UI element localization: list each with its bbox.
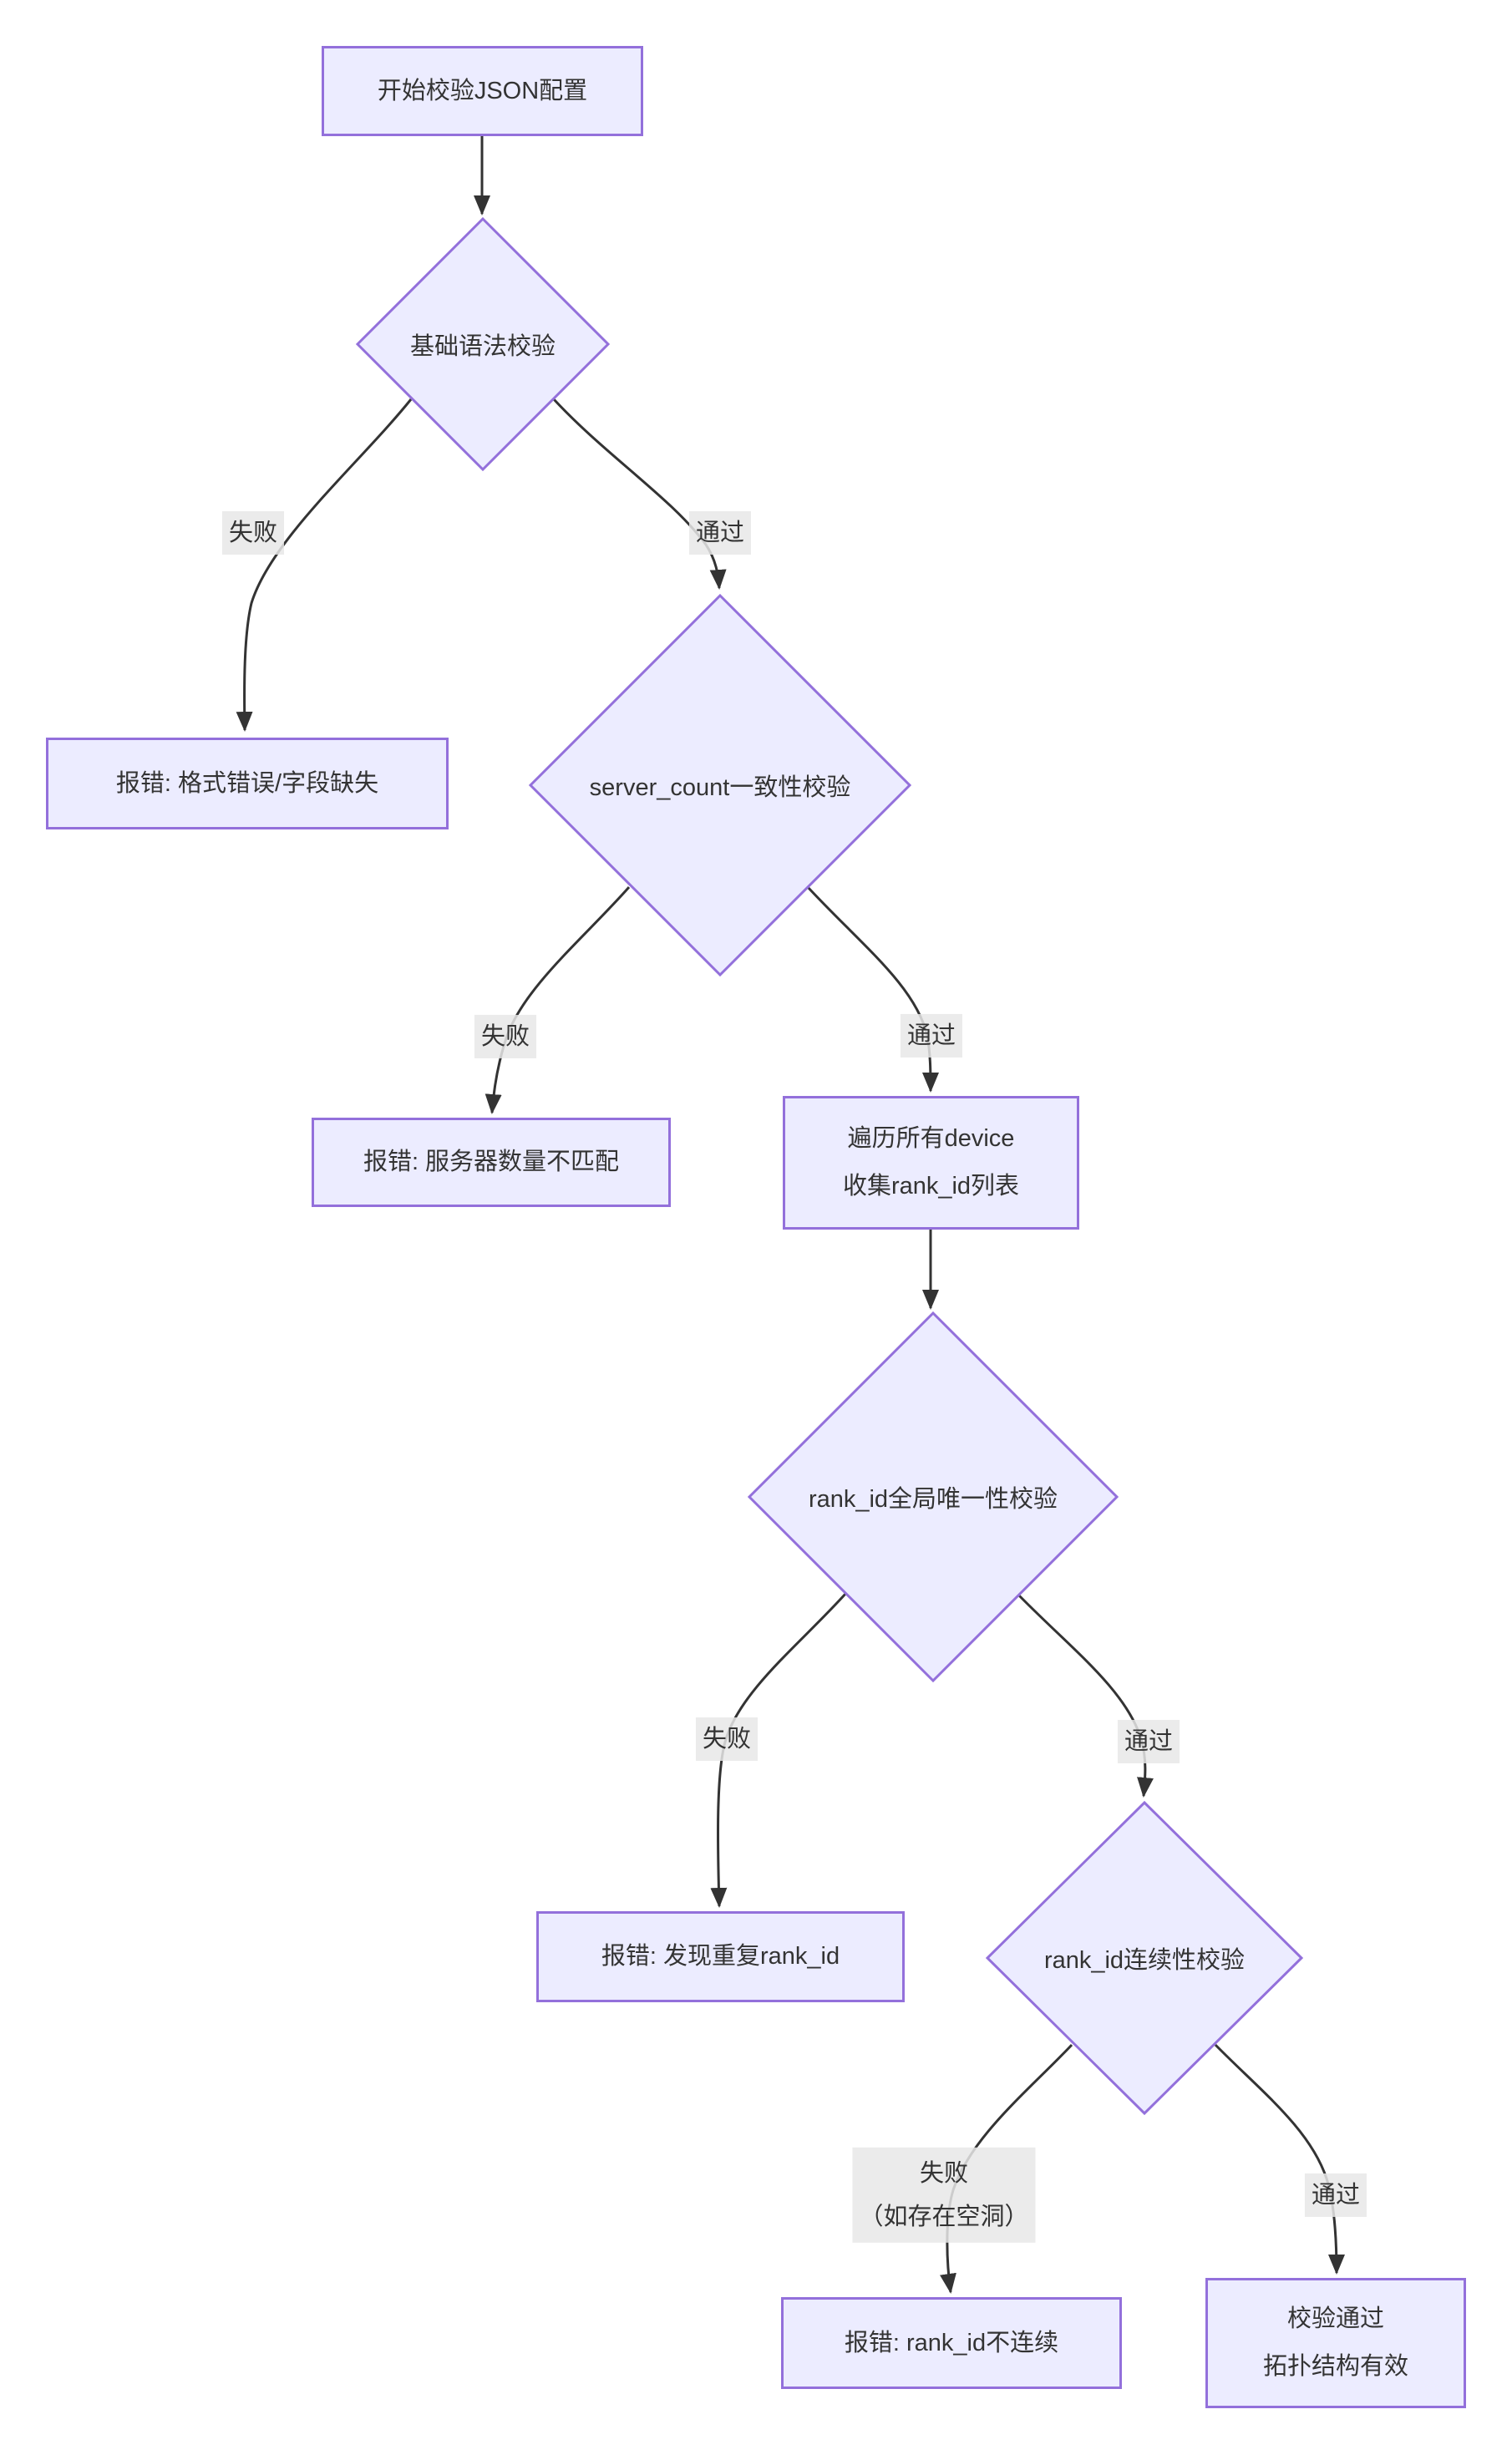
edge-server-count-pass (806, 885, 939, 1093)
edge-syntax-fail (236, 398, 413, 732)
diamond-rank-id-unique-check (747, 1311, 1119, 1683)
edge-syntax-pass (552, 398, 727, 590)
edge-unique-pass (1015, 1591, 1154, 1798)
node-success: 校验通过 拓扑结构有效 (1205, 2278, 1466, 2408)
node-error-rank-id-not-contiguous-label: 报错: rank_id不连续 (844, 2329, 1059, 2356)
diamond-rank-id-contiguity-check-label: rank_id连续性校验 (1043, 1947, 1246, 1974)
node-error-server-count: 报错: 服务器数量不匹配 (312, 1118, 671, 1207)
node-error-format: 报错: 格式错误/字段缺失 (46, 738, 449, 829)
edge-label-syntax-fail: 失败 (221, 510, 285, 555)
decision-shapes (355, 216, 1304, 2116)
node-start: 开始校验JSON配置 (322, 46, 643, 136)
node-collect-rank-ids: 遍历所有device 收集rank_id列表 (783, 1096, 1079, 1230)
node-error-rank-id-not-contiguous: 报错: rank_id不连续 (781, 2297, 1122, 2389)
node-error-duplicate-rank-id-label: 报错: 发现重复rank_id (601, 1943, 840, 1971)
diamond-syntax-check (355, 216, 611, 472)
node-collect-rank-ids-line1: 遍历所有device (847, 1125, 1015, 1153)
node-collect-rank-ids-line2: 收集rank_id列表 (842, 1173, 1020, 1200)
node-start-label: 开始校验JSON配置 (377, 77, 588, 104)
edge-label-server-count-fail: 失败 (474, 1014, 537, 1059)
node-error-server-count-label: 报错: 服务器数量不匹配 (363, 1149, 620, 1176)
node-success-line1: 校验通过 (1286, 2305, 1384, 2333)
edge-label-unique-pass: 通过 (1117, 1719, 1180, 1764)
diamond-syntax-check-label: 基础语法校验 (409, 333, 556, 360)
edge-label-contiguity-fail-line2: （如存在空洞） (859, 2204, 1029, 2230)
edge-label-unique-fail: 失败 (695, 1717, 759, 1762)
edge-label-server-count-pass: 通过 (900, 1013, 963, 1058)
diamond-server-count-check-label: server_count一致性校验 (589, 774, 851, 801)
edge-label-syntax-pass: 通过 (688, 510, 752, 555)
diamond-rank-id-contiguity-check (985, 1800, 1304, 2116)
edge-label-contiguity-fail-line1: 失败 (919, 2159, 969, 2187)
edge-contiguity-pass (1214, 2043, 1345, 2275)
edge-server-count-fail (485, 886, 631, 1114)
node-error-format-label: 报错: 格式错误/字段缺失 (115, 769, 379, 797)
edge-label-contiguity-pass: 通过 (1304, 2173, 1367, 2218)
node-error-duplicate-rank-id: 报错: 发现重复rank_id (536, 1911, 905, 2002)
node-success-line2: 拓扑结构有效 (1262, 2353, 1408, 2380)
diamond-rank-id-unique-check-label: rank_id全局唯一性校验 (808, 1486, 1058, 1513)
edge-label-contiguity-fail: 失败 （如存在空洞） (852, 2147, 1036, 2244)
diamond-server-count-check (528, 593, 912, 977)
